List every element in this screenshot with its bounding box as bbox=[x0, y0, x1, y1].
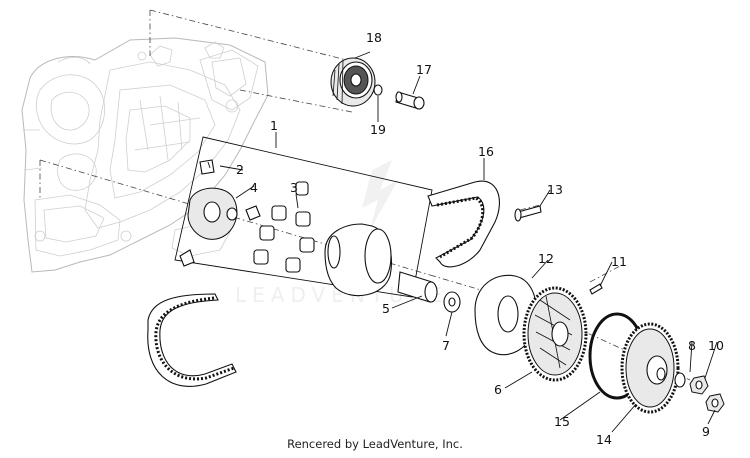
group-box-item-1 bbox=[174, 136, 433, 298]
callout-5: 5 bbox=[382, 301, 390, 316]
idler-pin bbox=[395, 91, 425, 110]
callout-10: 10 bbox=[708, 338, 724, 353]
callout-numbers: 1 2 3 4 5 6 7 8 9 10 11 12 13 14 15 16 1… bbox=[236, 30, 724, 447]
render-credit: Rencered by LeadVenture, Inc. bbox=[287, 437, 463, 451]
callout-8: 8 bbox=[688, 338, 696, 353]
callout-1: 1 bbox=[270, 118, 278, 133]
crankcase-ghost bbox=[21, 37, 269, 273]
drive-belt-lower bbox=[147, 293, 237, 387]
callout-15: 15 bbox=[554, 414, 570, 429]
callout-2: 2 bbox=[236, 162, 244, 177]
callout-12: 12 bbox=[538, 251, 554, 266]
idler-pulley bbox=[330, 57, 376, 107]
idler-washer bbox=[373, 84, 383, 96]
drive-belt-upper bbox=[427, 180, 500, 268]
variator-assembly bbox=[179, 159, 461, 313]
leader-lines bbox=[207, 51, 718, 433]
callout-19: 19 bbox=[370, 122, 386, 137]
callout-14: 14 bbox=[596, 432, 612, 447]
callout-4: 4 bbox=[250, 180, 258, 195]
callout-7: 7 bbox=[442, 338, 450, 353]
callout-17: 17 bbox=[416, 62, 432, 77]
driven-pulley-assembly bbox=[474, 205, 725, 414]
callout-6: 6 bbox=[494, 382, 502, 397]
callout-13: 13 bbox=[547, 182, 563, 197]
callout-18: 18 bbox=[366, 30, 382, 45]
callout-11: 11 bbox=[611, 254, 627, 269]
callout-3: 3 bbox=[290, 180, 298, 195]
callout-9: 9 bbox=[702, 424, 710, 439]
callout-16: 16 bbox=[478, 144, 494, 159]
